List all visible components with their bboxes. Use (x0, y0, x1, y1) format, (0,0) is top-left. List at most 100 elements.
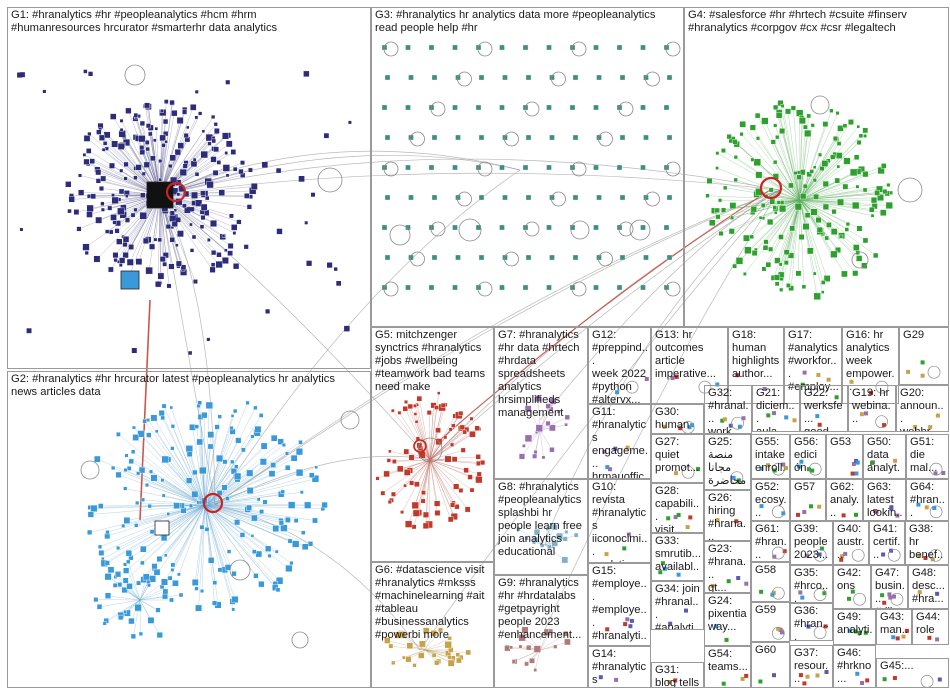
g2-node (299, 490, 304, 495)
g2-node (123, 468, 128, 472)
g2-node (128, 617, 135, 625)
g2-node (138, 466, 146, 474)
g1-node (108, 266, 114, 273)
g2-node (259, 458, 267, 466)
g9-edge (539, 633, 567, 651)
g1-node (227, 242, 234, 249)
group-label: G8: #hranalytics #peopleanalytics splash… (498, 481, 582, 558)
g4-node (856, 255, 863, 262)
g2-node (146, 418, 150, 422)
g2-edge (204, 504, 280, 581)
group-label: G20: announ... webhr... (900, 387, 944, 432)
group-box-g55: G55: intake enroll... (751, 434, 790, 479)
g2-node (277, 438, 284, 445)
g1-node (155, 281, 162, 288)
g1-node (102, 141, 108, 146)
g2-node (118, 614, 124, 621)
g1-node (183, 133, 189, 139)
g4-edge (774, 199, 801, 208)
g2-node (104, 560, 110, 566)
g2-node (278, 520, 285, 526)
g2-node (233, 472, 242, 481)
g4-edge (732, 199, 801, 206)
group-box-g22: G22: werksfe... goed... (800, 385, 848, 432)
group-box-g7: G7: #hranalytics #hr data #hrtech #hrdat… (494, 327, 588, 479)
g1-node (140, 192, 146, 198)
g2-node (301, 543, 309, 551)
g2-node (253, 405, 258, 410)
g2-node (121, 587, 128, 594)
g1-node (133, 112, 139, 118)
g2-node (309, 472, 315, 478)
g2-edge (204, 475, 312, 506)
group-box-g20: G20: announ... webhr... (896, 385, 949, 432)
g1-edge (127, 194, 161, 281)
g4-edge (735, 179, 801, 201)
group-box-g21: G21: diciem... aula... (752, 385, 800, 432)
group-label: G24: pixentia way... (708, 595, 747, 633)
g2-node (167, 575, 173, 581)
g1-node (108, 162, 115, 169)
g1-node (206, 337, 210, 341)
g2-node (142, 573, 150, 581)
g4-edge (799, 139, 837, 201)
g2-node (201, 412, 208, 419)
g4-edge (799, 186, 846, 201)
g4-edge (798, 177, 801, 201)
g5-edge (416, 404, 431, 461)
g1-node (145, 123, 151, 129)
g1-node (110, 113, 117, 120)
g1-node (211, 114, 216, 119)
g5-edge (400, 459, 431, 470)
g2-edge (172, 504, 206, 571)
g1-node (212, 169, 219, 176)
g5-edge (419, 398, 431, 461)
g2-edge (204, 504, 323, 509)
group-label: G21: diciem... aula... (756, 387, 795, 432)
g1-node (158, 159, 163, 164)
g4-node (853, 154, 860, 161)
g1-node (225, 80, 230, 85)
g4-node (855, 184, 860, 189)
g1-node (161, 143, 166, 148)
group-label: G6: #datascience visit #hranalytics #mks… (375, 564, 485, 641)
g4-edge (707, 195, 801, 201)
g2-node (231, 571, 237, 577)
g1-node (221, 257, 229, 264)
g2-node (166, 512, 171, 516)
g8-edge (544, 527, 555, 546)
g4-node (743, 234, 750, 242)
g1-node (224, 151, 229, 155)
g2-edge (101, 504, 206, 554)
g1-node (98, 134, 105, 141)
g7-edge (539, 429, 544, 458)
g1-node (227, 250, 233, 257)
g2-edge (142, 504, 206, 564)
group-box-g64: G64: #hran... #surv... (906, 479, 949, 521)
g2-node (230, 414, 235, 418)
g1-node (171, 220, 178, 228)
g2-node (259, 509, 264, 515)
g4-node (761, 266, 767, 272)
g1-node (221, 234, 226, 238)
g2-node (97, 544, 103, 549)
g1-node (221, 132, 229, 140)
g2-node (124, 453, 129, 458)
g2-node (194, 586, 199, 591)
g1-node (111, 193, 115, 197)
g4-node (777, 100, 784, 107)
g2-edge (118, 434, 206, 506)
g1-node (198, 111, 203, 116)
group-label: G48: desc... #hra... (912, 567, 945, 605)
group-label: G51: die mal... (910, 436, 938, 474)
g2-edge (169, 504, 206, 579)
inter-group-edge (419, 189, 781, 651)
g1-node (153, 237, 158, 242)
g1-node (166, 283, 172, 289)
g1-node (122, 252, 129, 259)
g4-node (800, 192, 807, 200)
g2-edge (165, 504, 206, 556)
group-box-g43: G43: man... (876, 609, 912, 645)
group-box-g48: G48: desc... #hra... (908, 565, 949, 609)
g2-edge (204, 504, 279, 590)
